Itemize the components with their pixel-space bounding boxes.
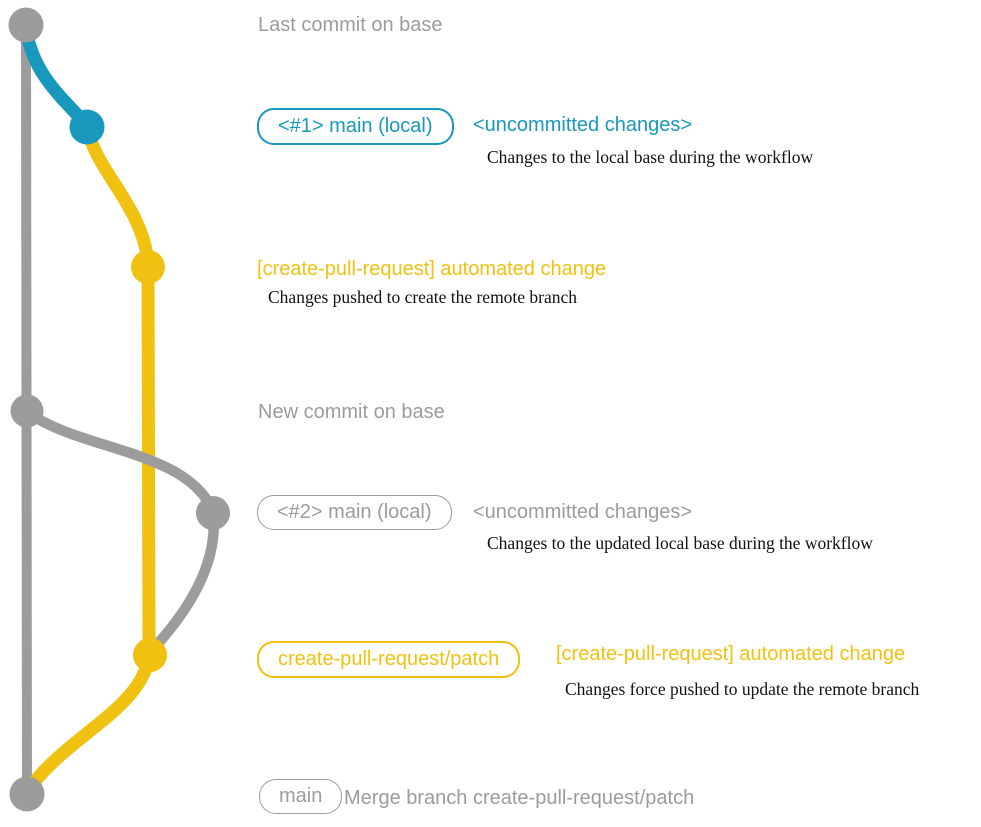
description-local-changes-2: Changes to the updated local base during… [487,533,873,553]
branch-line-main-local [19,23,92,130]
label-merge-message: Merge branch create-pull-request/patch [344,787,695,809]
description-local-changes-1: Changes to the local base during the wor… [487,147,814,167]
branch-line-rebase-in [146,508,219,656]
label-last-commit-on-base: Last commit on base [258,14,443,36]
label-automated-change-1: [create-pull-request] automated change [257,258,607,280]
label-automated-change-2: [create-pull-request] automated change [556,643,906,665]
commit-node-new-base [10,394,44,428]
badge-create-pull-request-patch: create-pull-request/patch [257,641,521,678]
badge-main-local-2: <#2> main (local) [257,495,452,530]
label-uncommitted-changes-2: <uncommitted changes> [473,501,693,523]
commit-node-remote-2 [133,638,167,672]
badge-main: main [259,779,343,814]
commit-node-remote-1 [131,250,165,284]
badge-main-local-1: <#1> main (local) [257,108,454,145]
branch-line-patch-merge [22,650,156,796]
description-push-1: Changes pushed to create the remote bran… [268,287,578,307]
branch-line-patch [80,120,156,662]
description-push-2: Changes force pushed to update the remot… [565,679,920,699]
label-uncommitted-changes-1: <uncommitted changes> [473,114,693,136]
branch-line-rebase-out [23,407,218,515]
commit-node-local-2 [196,496,230,530]
label-new-commit-on-base: New commit on base [258,401,445,423]
commit-node-merge [9,776,45,812]
commit-node-last-base [8,7,44,43]
commit-node-local-1 [69,109,105,145]
